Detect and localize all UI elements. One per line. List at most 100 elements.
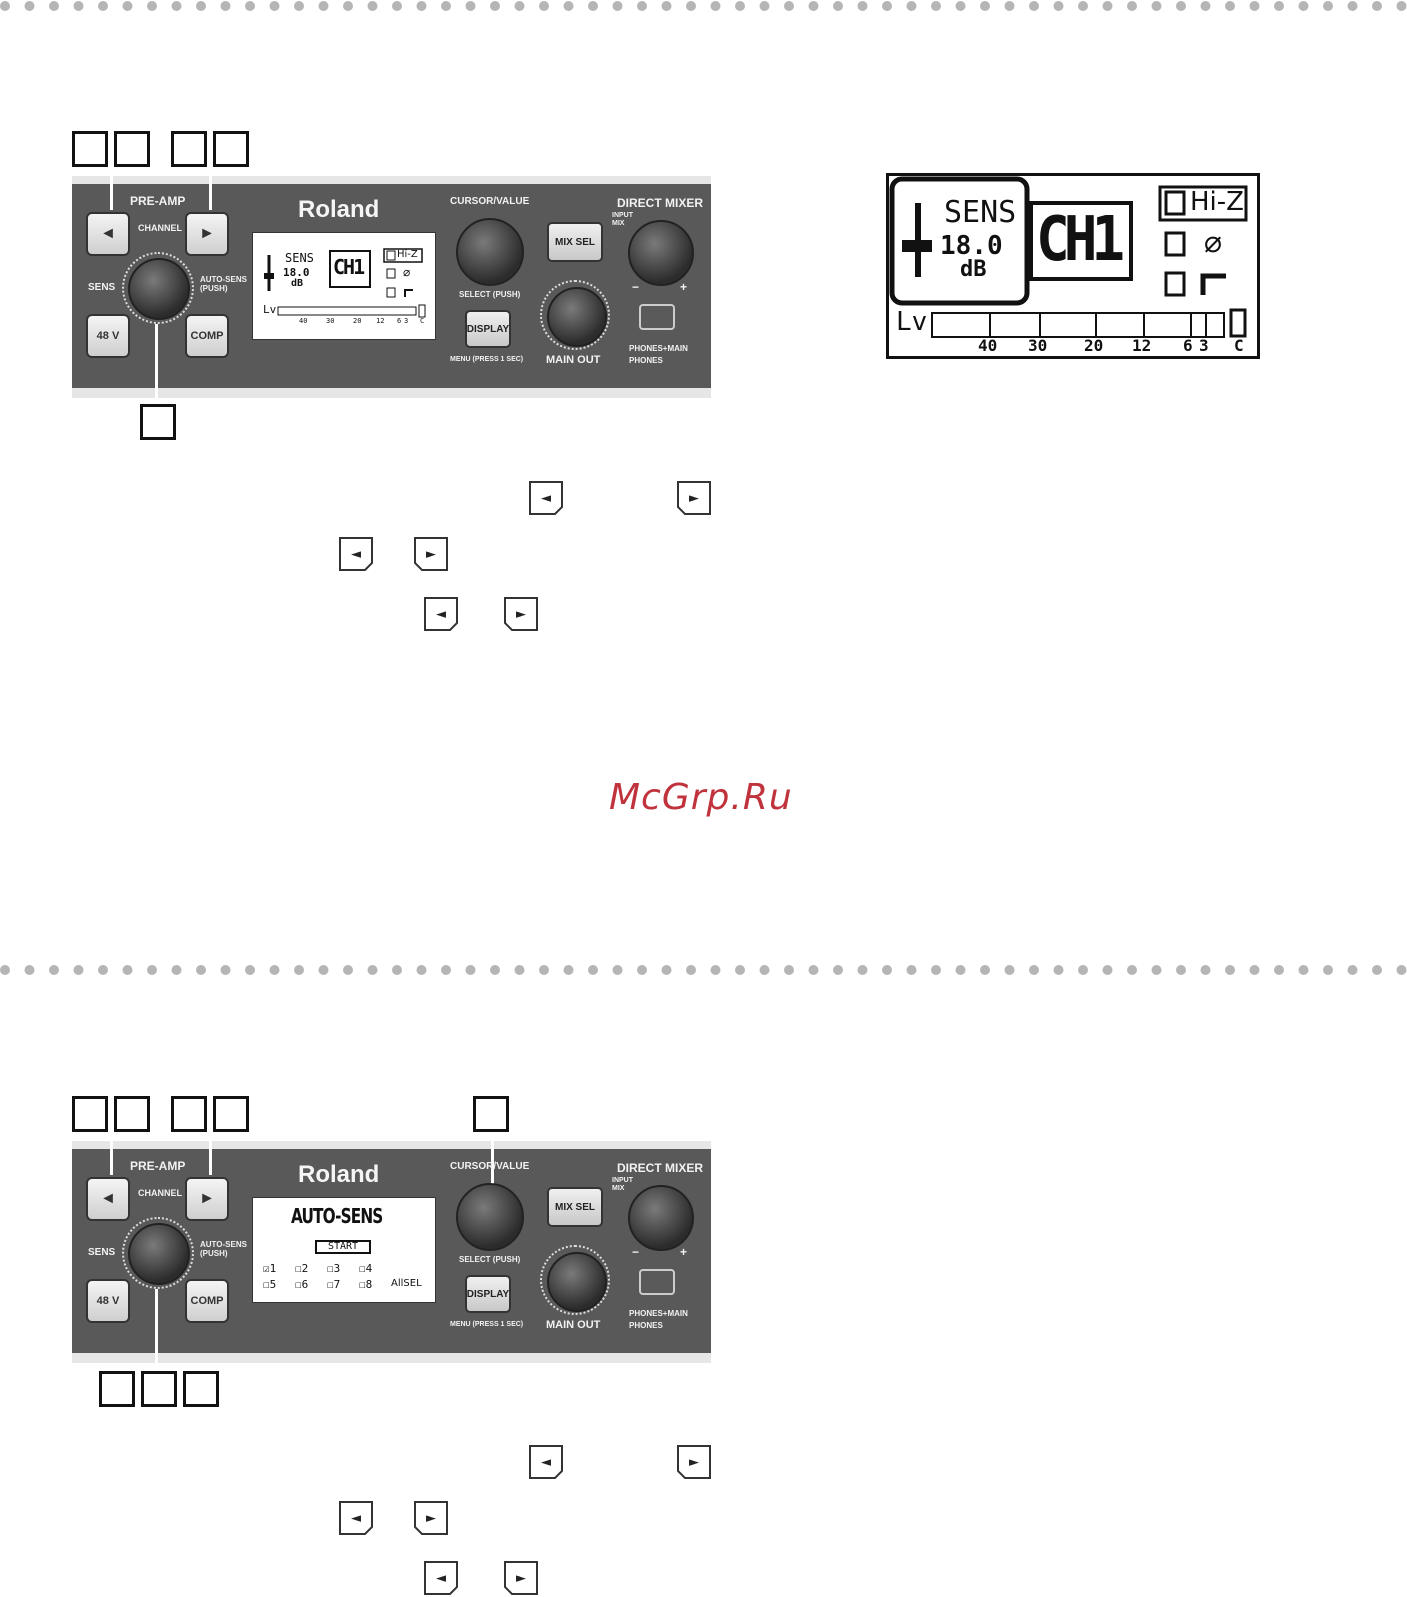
separator-dot [1249, 965, 1260, 975]
separator-dot [392, 1, 402, 11]
display-button[interactable]: DISPLAY [465, 1275, 511, 1313]
input-mix-knob[interactable] [628, 1185, 694, 1251]
separator-dot [784, 965, 794, 975]
separator-dot [1078, 1, 1088, 11]
inline-left-button: ◄ [337, 535, 375, 573]
separator-dot [416, 1, 427, 11]
right-arrow-icon: ► [516, 606, 526, 622]
separator-dot [343, 1, 353, 11]
main-out-knob[interactable] [547, 287, 607, 347]
cursor-value-knob[interactable] [456, 1183, 524, 1251]
comp-button[interactable]: COMP [185, 314, 229, 358]
input-mix-knob[interactable] [628, 220, 694, 286]
lcd-scale-tick: 6 [397, 317, 402, 325]
separator-dot [539, 965, 549, 975]
channel-checkbox-6: ☐6 [295, 1278, 309, 1291]
callout-box [141, 1371, 177, 1407]
channel-left-button[interactable]: ◄ [86, 1177, 130, 1221]
separator-dot [98, 965, 108, 975]
separator-dot [465, 1, 476, 11]
comp-button[interactable]: COMP [185, 1279, 229, 1323]
channel-checkbox-label: 2 [301, 1262, 309, 1275]
inline-left-button: ◄ [422, 595, 460, 633]
inline-right-button: ► [502, 595, 540, 633]
left-arrow-icon: ◄ [351, 546, 361, 562]
callout-box [99, 1371, 135, 1407]
left-arrow-icon: ◄ [436, 606, 446, 622]
separator-dot [808, 965, 819, 975]
channel-right-button[interactable]: ► [185, 212, 229, 256]
separator-dot [1274, 1, 1284, 11]
separator-dot [1053, 965, 1064, 975]
direct-mixer-label: DIRECT MIXER [617, 196, 704, 210]
separator-dot [1372, 965, 1382, 975]
separator-dot [318, 1, 329, 11]
mix-sel-button[interactable]: MIX SEL [547, 1187, 603, 1227]
separator-dot [980, 1, 990, 11]
panel-lcd-autosens: AUTO-SENS START ☑1 ☐2 ☐3 ☐4 ☐5 ☐6 ☐7 ☐8 … [252, 1197, 436, 1303]
display-button[interactable]: DISPLAY [465, 310, 511, 348]
separator-dot [1078, 965, 1088, 975]
channel-left-button[interactable]: ◄ [86, 212, 130, 256]
separator-dot [465, 965, 476, 975]
lcd-scale-tick: 30 [326, 317, 335, 325]
separator-dot [122, 1, 133, 11]
separator-dot [1274, 965, 1284, 975]
separator-dot [1151, 1, 1162, 11]
separator-dot [833, 965, 843, 975]
phones-switch[interactable] [639, 1269, 675, 1295]
lcd-scale-tick: 3 [404, 317, 409, 325]
sens-knob[interactable] [128, 1223, 190, 1285]
separator-dot [367, 1, 378, 11]
separator-dot [269, 965, 280, 975]
separator-dot [318, 965, 329, 975]
main-out-knob[interactable] [547, 1252, 607, 1312]
separator-dot [441, 965, 451, 975]
channel-checkbox-7: ☐7 [327, 1278, 341, 1291]
separator-dot [1151, 965, 1162, 975]
channel-checkbox-1: ☑1 [263, 1262, 277, 1275]
inline-right-button: ► [675, 479, 713, 517]
sens-knob[interactable] [128, 258, 190, 320]
brand-logo: Roland [298, 1161, 380, 1188]
inline-right-button: ► [412, 1499, 450, 1537]
left-arrow-icon: ◄ [351, 1510, 361, 1526]
select-push-label: SELECT (PUSH) [459, 1255, 521, 1264]
lcd-detail-unit: dB [960, 257, 987, 282]
channel-right-button[interactable]: ► [185, 1177, 229, 1221]
lcd-channel: CH1 [333, 255, 365, 279]
separator-dot [98, 1, 108, 11]
48v-button[interactable]: 48 V [86, 314, 130, 358]
plus-label: + [680, 280, 688, 294]
channel-label: CHANNEL [138, 223, 182, 233]
menu-label: MENU (PRESS 1 SEC) [450, 356, 524, 363]
cursor-value-knob[interactable] [456, 218, 524, 286]
separator-dot [294, 965, 304, 975]
lcd-detail-sens: SENS [944, 195, 1017, 230]
separator-dot [49, 965, 59, 975]
separator-dot [294, 1, 304, 11]
lcd-lv: Lv [263, 303, 277, 316]
separator-dot [1004, 1, 1015, 11]
direct-mixer-label: DIRECT MIXER [617, 1161, 704, 1175]
lcd-sens-unit: dB [291, 278, 304, 289]
device-panel: PRE-AMP CHANNEL ◄ ► SENS AUTO-SENS (PUSH… [72, 1141, 711, 1363]
separator-dot [857, 965, 868, 975]
mix-sel-button[interactable]: MIX SEL [547, 222, 603, 262]
separator-dot [49, 1, 59, 11]
lcd-detail-phase-icon: ⌀ [1204, 225, 1223, 260]
separator-dot [1249, 1, 1260, 11]
inline-right-button: ► [675, 1443, 713, 1481]
lcd-detail-lv: Lv [896, 307, 928, 337]
separator-dot [1102, 965, 1113, 975]
inline-left-button: ◄ [337, 1499, 375, 1537]
select-push-label: SELECT (PUSH) [459, 290, 521, 299]
callout-box [213, 1096, 249, 1132]
separator-dot [1029, 1, 1039, 11]
lcd-phase-icon: ⌀ [403, 265, 411, 279]
separator-dot [245, 1, 255, 11]
phones-switch[interactable] [639, 304, 675, 330]
separator-dot [931, 1, 941, 11]
48v-button[interactable]: 48 V [86, 1279, 130, 1323]
autosens-title: AUTO-SENS [291, 1204, 383, 1228]
